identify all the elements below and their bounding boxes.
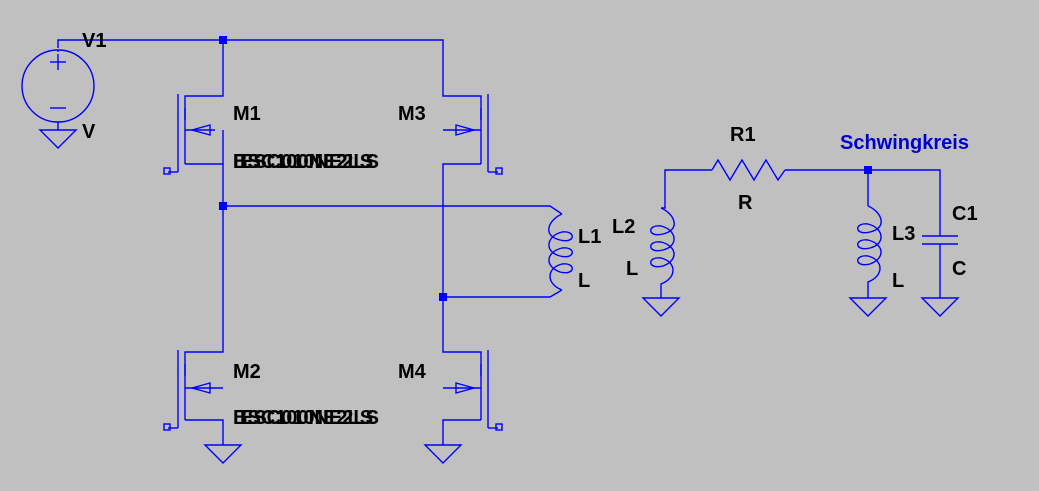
r1-value: R — [738, 192, 753, 214]
mosfet-m1 — [163, 92, 224, 175]
voltage-source-v1 — [21, 49, 95, 149]
r1-label: R1 — [730, 124, 756, 146]
inductor-l1 — [548, 213, 573, 291]
mosfet-m2 — [163, 350, 243, 464]
junction-top — [219, 36, 227, 44]
junction-node-a — [219, 202, 227, 210]
l3-label: L3 — [892, 223, 915, 245]
wire-top-rail — [57, 39, 444, 92]
v1-value: V — [82, 121, 96, 143]
mosfet-m3 — [442, 92, 503, 175]
v1-label: V1 — [82, 30, 106, 52]
junction-schwingkreis — [864, 166, 872, 174]
l1-label: L1 — [578, 226, 601, 248]
inductor-l3 — [848, 205, 888, 317]
m1-label: M1 — [233, 103, 261, 125]
m2-model-a: BSC100NE2LS — [233, 407, 373, 429]
junctions — [219, 36, 872, 301]
wire-nodeB-l1 — [443, 289, 563, 298]
resistor-r1 — [711, 158, 786, 182]
capacitor-c1 — [920, 235, 960, 317]
net-label-schwingkreis: Schwingkreis — [840, 132, 969, 154]
l1-value: L — [578, 270, 590, 292]
wire-r1-net — [785, 169, 941, 236]
l3-value: L — [892, 270, 904, 292]
wire-l2-r1 — [661, 169, 712, 209]
m4-label: M4 — [398, 361, 427, 383]
mosfet-m4 — [423, 350, 503, 464]
wires — [57, 39, 941, 350]
m1-model-b: ESC010NE2LS — [240, 151, 379, 173]
m2-label: M2 — [233, 361, 261, 383]
wire-nodeA-l1 — [223, 205, 563, 215]
l2-value: L — [626, 258, 638, 280]
c1-value: C — [952, 258, 966, 280]
l2-label: L2 — [612, 216, 635, 238]
m3-model-a: BSC100NE2LS — [233, 151, 373, 173]
m1-model-a: BSC100NE2LS — [233, 151, 373, 173]
junction-node-b — [439, 293, 447, 301]
m2-model-b: ESC010NE2LS — [240, 407, 379, 429]
m3-label: M3 — [398, 103, 426, 125]
inductor-l2 — [641, 207, 681, 317]
c1-label: C1 — [952, 203, 978, 225]
